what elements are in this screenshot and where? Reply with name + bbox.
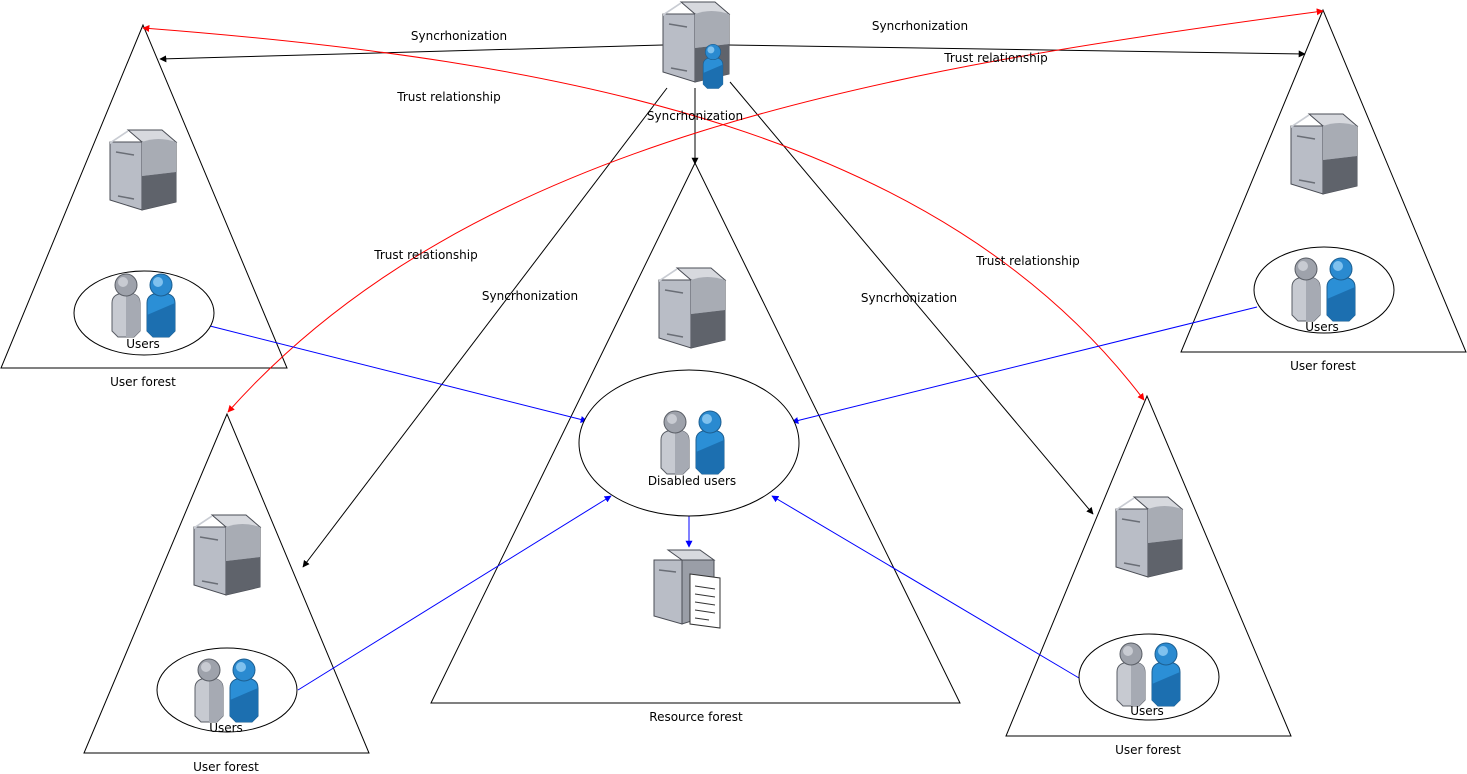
caption-top-right: User forest [1290, 359, 1356, 373]
forest-triangle-bottom-right [1005, 394, 1292, 737]
users-group-bottom-left [156, 647, 298, 733]
sync-arrow-top-left [159, 44, 664, 63]
user-blue-icon [1151, 642, 1181, 707]
users-group-top-left [73, 270, 215, 356]
user-blue-icon [146, 273, 176, 338]
disabled-users-label: Disabled users [648, 474, 736, 488]
users-label-top-right: Users [1305, 320, 1339, 334]
users-label-bottom-right: Users [1130, 704, 1164, 718]
server-icon-resource [658, 267, 726, 349]
label-trust-mid-right: Trust relationship [975, 254, 1079, 268]
label-sync-top-left: Syncrhonization [411, 29, 507, 43]
central-admin-user-icon [702, 43, 724, 89]
label-trust-top-right: Trust relationship [943, 51, 1047, 65]
server-icon-top-right [1290, 113, 1358, 195]
user-link-bottom-left [297, 495, 612, 691]
forest-triangle-resource [430, 161, 961, 704]
server-icon-bottom-right [1115, 496, 1183, 578]
label-trust-top-left: Trust relationship [396, 90, 500, 104]
forest-triangle-bottom-left [83, 412, 370, 754]
label-sync-center: Syncrhonization [647, 109, 743, 123]
users-label-top-left: Users [126, 337, 160, 351]
users-group-bottom-right [1078, 633, 1220, 721]
user-blue-icon [1326, 257, 1356, 322]
user-gray-icon [194, 658, 224, 723]
label-sync-top-right: Syncrhonization [872, 19, 968, 33]
user-gray-icon [1291, 257, 1321, 322]
trust-curve-left-to-bottom-right [142, 24, 1145, 401]
caption-resource: Resource forest [649, 710, 743, 724]
caption-bottom-left: User forest [193, 760, 259, 774]
user-link-top-right [791, 306, 1258, 424]
user-blue-icon [229, 658, 259, 723]
file-server-icon [653, 549, 721, 629]
server-icon-top-left [109, 129, 177, 211]
label-sync-bottom-left: Syncrhonization [482, 289, 578, 303]
label-sync-bottom-right: Syncrhonization [861, 291, 957, 305]
users-group-top-right [1253, 246, 1395, 334]
caption-top-left: User forest [110, 375, 176, 389]
caption-bottom-right: User forest [1115, 743, 1181, 757]
user-gray-icon [1116, 642, 1146, 707]
user-link-top-left [209, 325, 588, 423]
trust-curve-right-to-bottom-left [227, 8, 1324, 413]
label-trust-mid-left: Trust relationship [373, 248, 477, 262]
user-link-bottom-right [771, 495, 1080, 679]
users-label-bottom-left: Users [209, 721, 243, 735]
server-icon-bottom-left [193, 514, 261, 596]
user-blue-icon [695, 410, 725, 475]
user-gray-icon [660, 410, 690, 475]
user-gray-icon [111, 273, 141, 338]
